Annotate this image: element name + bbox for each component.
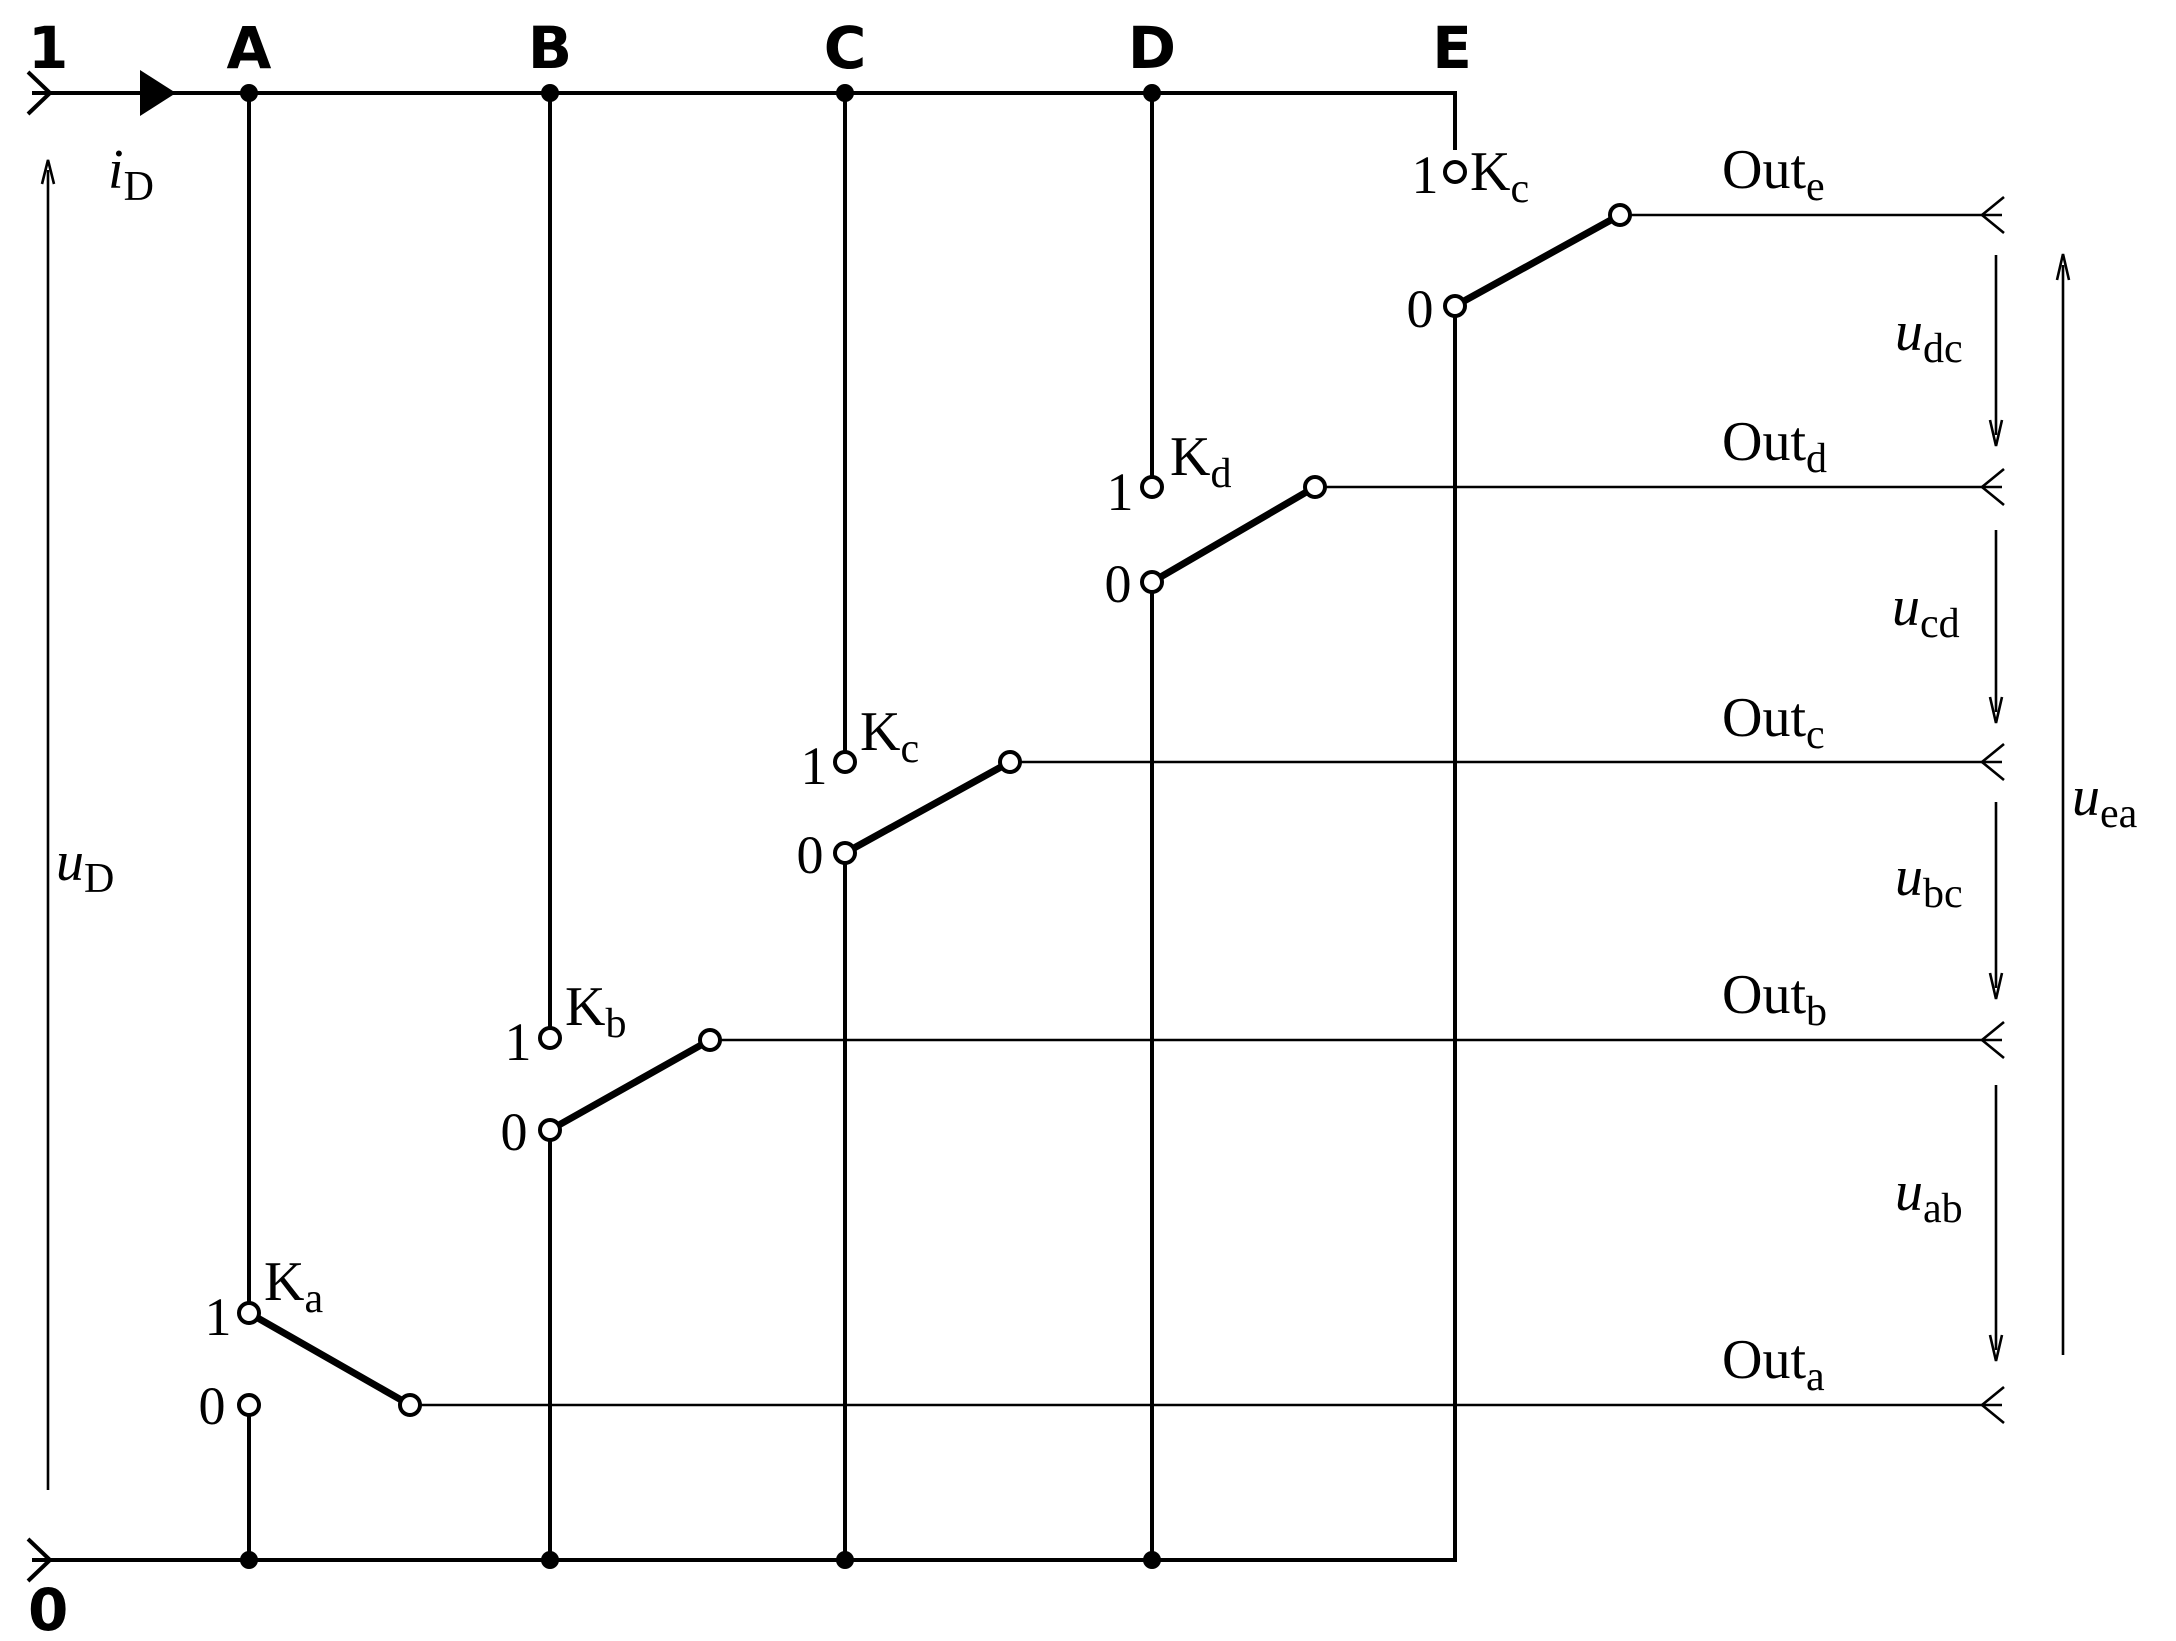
switch-stage-b: 1 0 Kb xyxy=(501,93,2002,1560)
contact-c-common xyxy=(998,750,1022,774)
contact-e-on xyxy=(1443,160,1467,184)
junction-bottom-d xyxy=(1143,1551,1161,1569)
voltage-dc-label: udc xyxy=(1895,301,1963,372)
voltage-ud-arrowhead-icon xyxy=(40,159,56,185)
output-label-e: Oute xyxy=(1722,139,1825,210)
switch-a-pos-on: 1 xyxy=(205,1287,232,1347)
bus-label-b: B xyxy=(528,14,572,82)
current-label: iD xyxy=(108,139,154,210)
switch-blade-c xyxy=(841,758,1014,857)
voltage-ea-arrowhead-icon xyxy=(2055,253,2071,281)
contact-a-common xyxy=(398,1393,422,1417)
junction-top-b xyxy=(541,84,559,102)
switch-c-pos-off: 0 xyxy=(797,825,824,885)
contact-e-off xyxy=(1443,294,1467,318)
junction-top-a xyxy=(240,84,258,102)
switch-d-pos-off: 0 xyxy=(1105,554,1132,614)
bottom-terminal-chevron xyxy=(26,1537,53,1583)
output-terminal-b-icon xyxy=(1979,1020,2005,1060)
switch-b-pos-on: 1 xyxy=(505,1012,532,1072)
switch-e-label: Kc xyxy=(1470,141,1529,212)
output-label-c: Outc xyxy=(1722,687,1825,758)
switch-e-pos-on: 1 xyxy=(1412,145,1439,205)
contact-d-on xyxy=(1140,475,1164,499)
output-label-d: Outd xyxy=(1722,411,1827,482)
switch-a-label: Ka xyxy=(264,1251,323,1322)
contact-d-off xyxy=(1140,570,1164,594)
voltage-cd-arrowhead-icon xyxy=(1988,696,2004,724)
junction-bottom-b xyxy=(541,1551,559,1569)
output-terminal-e-icon xyxy=(1979,195,2005,235)
contact-a-on xyxy=(237,1301,261,1325)
bus-label-e: E xyxy=(1432,14,1472,82)
switch-stage-d: 1 0 Kd xyxy=(1105,93,2002,1560)
switch-a-pos-off: 0 xyxy=(199,1376,226,1436)
output-label-a: Outa xyxy=(1722,1329,1825,1400)
bus-label-d: D xyxy=(1128,14,1176,82)
bottom-terminal-label: 0 xyxy=(28,1576,68,1641)
junction-top-d xyxy=(1143,84,1161,102)
switch-stage-e: 1 0 Kc xyxy=(1407,141,2002,1560)
junction-bottom-a xyxy=(240,1551,258,1569)
contact-b-off xyxy=(538,1118,562,1142)
bus-label-c: C xyxy=(824,14,867,82)
junction-top-c xyxy=(836,84,854,102)
contact-b-on xyxy=(538,1026,562,1050)
output-terminal-a-icon xyxy=(1979,1385,2005,1425)
output-label-b: Outb xyxy=(1722,964,1827,1035)
switch-blade-b xyxy=(546,1036,714,1134)
switch-c-label: Kc xyxy=(860,701,919,772)
switch-c-pos-on: 1 xyxy=(801,736,828,796)
top-terminal-label: 1 xyxy=(28,14,68,82)
switch-b-pos-off: 0 xyxy=(501,1102,528,1162)
contact-e-common xyxy=(1608,203,1632,227)
switch-d-label: Kd xyxy=(1170,426,1231,497)
voltage-ea-label: uea xyxy=(2072,766,2138,837)
voltage-ud-label: uD xyxy=(56,831,114,902)
top-rail xyxy=(32,91,1457,150)
voltage-cd-label: ucd xyxy=(1892,576,1960,647)
switch-blade-e xyxy=(1451,211,1624,310)
contact-b-common xyxy=(698,1028,722,1052)
contact-c-off xyxy=(833,841,857,865)
switch-b-label: Kb xyxy=(565,976,626,1047)
contact-d-common xyxy=(1303,475,1327,499)
contact-c-on xyxy=(833,750,857,774)
output-terminal-c-icon xyxy=(1979,742,2005,782)
voltage-bc-arrowhead-icon xyxy=(1988,972,2004,1000)
voltage-bc-label: ubc xyxy=(1895,846,1963,917)
top-terminal-chevron xyxy=(26,70,53,116)
contact-a-off xyxy=(237,1393,261,1417)
switch-d-pos-on: 1 xyxy=(1107,462,1134,522)
switch-blade-d xyxy=(1148,483,1319,586)
switch-blade-a xyxy=(245,1309,414,1409)
voltage-dc-arrowhead-icon xyxy=(1988,419,2004,447)
bus-label-a: A xyxy=(227,14,272,82)
current-arrow-icon xyxy=(140,70,176,116)
bottom-rail xyxy=(32,306,1457,1562)
voltage-ab-arrowhead-icon xyxy=(1988,1334,2004,1362)
switch-stage-c: 1 0 Kc xyxy=(797,93,2002,1560)
voltage-ab-label: uab xyxy=(1895,1161,1963,1232)
switch-stage-a: 1 0 Ka xyxy=(199,93,2002,1560)
switch-e-pos-off: 0 xyxy=(1407,279,1434,339)
output-terminal-d-icon xyxy=(1979,467,2005,507)
junction-bottom-c xyxy=(836,1551,854,1569)
